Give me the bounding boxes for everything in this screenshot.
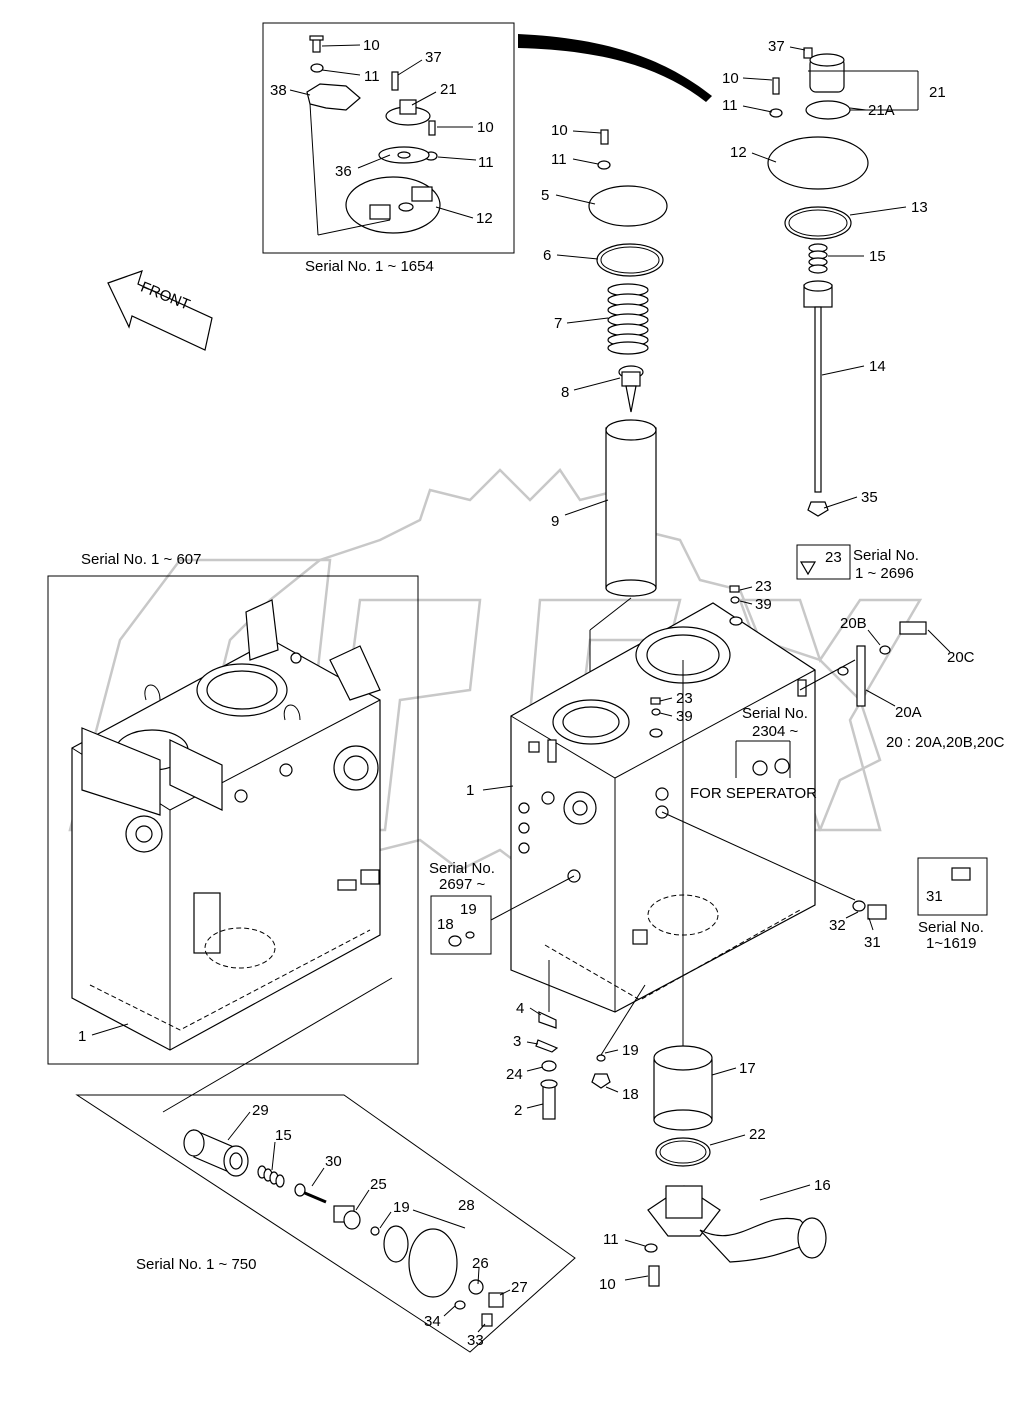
filter-stack-parts	[588, 129, 668, 720]
callout: 15	[275, 1127, 292, 1144]
serial-2696-box	[796, 544, 851, 580]
callout: 15	[869, 248, 886, 265]
callout: 1	[466, 782, 474, 799]
callout: 20C	[947, 649, 975, 666]
callout: 10	[477, 119, 494, 136]
serial-750-label: Serial No. 1 ~ 750	[136, 1256, 257, 1273]
callout: 30	[325, 1153, 342, 1170]
callout: 27	[511, 1279, 528, 1296]
plug-parts	[650, 561, 817, 716]
callout: 23	[825, 549, 842, 566]
bracket-20-parts	[799, 621, 927, 707]
callout: 11	[603, 1231, 619, 1248]
callout: 21	[929, 84, 946, 101]
serial-607-label: Serial No. 1 ~ 607	[81, 551, 202, 568]
callout: 31	[864, 934, 881, 951]
callout: 22	[749, 1126, 766, 1143]
inset-box-1654	[262, 22, 515, 254]
for-separator-label: FOR SEPERATOR	[690, 785, 817, 802]
callout: 12	[730, 144, 747, 161]
callout: 35	[861, 489, 878, 506]
callout: 37	[425, 49, 442, 66]
callout: 10	[599, 1276, 616, 1293]
callout: 24	[506, 1066, 523, 1083]
serial-1619-label-b: 1~1619	[926, 935, 976, 952]
callout: 4	[516, 1000, 524, 1017]
callout: 36	[335, 163, 352, 180]
callout: 2	[514, 1102, 522, 1119]
serial-2696-label-a: Serial No.	[853, 547, 919, 564]
callout: 19	[460, 901, 477, 918]
callout: 11	[551, 151, 567, 168]
callout: 26	[472, 1255, 489, 1272]
inset-box-607	[47, 575, 419, 1065]
callout: 37	[768, 38, 785, 55]
callout: 23	[755, 578, 772, 595]
breather-parts	[767, 47, 919, 517]
serial-2696-label-b: 1 ~ 2696	[855, 565, 914, 582]
serial-1654-label: Serial No. 1 ~ 1654	[305, 258, 434, 275]
callout: 34	[424, 1313, 441, 1330]
callout: 14	[869, 358, 886, 375]
serial-2304-label-b: 2304 ~	[752, 723, 799, 740]
callout: 16	[814, 1177, 831, 1194]
front-arrow-icon: FRONT	[107, 270, 213, 351]
callout: 31	[926, 888, 943, 905]
callout: 23	[676, 690, 693, 707]
callout-leaders	[91, 44, 951, 1333]
callout: 10	[722, 70, 739, 87]
callout: 11	[478, 154, 494, 171]
callout: 7	[554, 315, 562, 332]
callout: 18	[437, 916, 454, 933]
drain-plug-parts	[661, 811, 988, 920]
callout: 6	[543, 247, 551, 264]
callout: 19	[622, 1042, 639, 1059]
callout: 39	[676, 708, 693, 725]
callout: 38	[270, 82, 287, 99]
callout: 10	[363, 37, 380, 54]
callout: 5	[541, 187, 549, 204]
callout: 11	[722, 97, 738, 114]
callout: 9	[551, 513, 559, 530]
suction-strainer-parts	[183, 1129, 504, 1327]
callout: 11	[364, 68, 380, 85]
callout: 25	[370, 1176, 387, 1193]
callout: 8	[561, 384, 569, 401]
leader-line-750	[162, 977, 393, 1113]
mount-bolt-parts	[535, 960, 646, 1120]
callout: 17	[739, 1060, 756, 1077]
inset-1654-parts	[306, 35, 441, 236]
callout: 33	[467, 1332, 484, 1349]
callout: 20B	[840, 615, 867, 632]
callout: 32	[829, 917, 846, 934]
hydraulic-tank-main	[510, 602, 816, 1055]
callout: 3	[513, 1033, 521, 1050]
leader-arrow-icon	[518, 34, 712, 102]
callout-labels: 10 11 37 38 21 10 36 11 12 37 10 11 21 2…	[78, 37, 975, 1349]
callout: 21A	[868, 102, 895, 119]
callout: 28	[458, 1197, 475, 1214]
serial-2697-label-a: Serial No.	[429, 860, 495, 877]
return-filter-parts	[644, 1045, 827, 1287]
callout: 10	[551, 122, 568, 139]
serial-1619-label-a: Serial No.	[918, 919, 984, 936]
callout: 21	[440, 81, 457, 98]
callout: 19	[393, 1199, 410, 1216]
serial-2697-label-b: 2697 ~	[439, 876, 486, 893]
callout: 13	[911, 199, 928, 216]
inset-box-750	[75, 1094, 576, 1353]
callout: 20A	[895, 704, 922, 721]
hydraulic-tank-early	[71, 599, 381, 1051]
group-20-label: 20 : 20A,20B,20C	[886, 734, 1005, 751]
callout: 18	[622, 1086, 639, 1103]
serial-2304-label-a: Serial No.	[742, 705, 808, 722]
callout: 12	[476, 210, 493, 227]
callout: 39	[755, 596, 772, 613]
callout: 1	[78, 1028, 86, 1045]
callout: 29	[252, 1102, 269, 1119]
serial-2697-box	[430, 875, 575, 955]
